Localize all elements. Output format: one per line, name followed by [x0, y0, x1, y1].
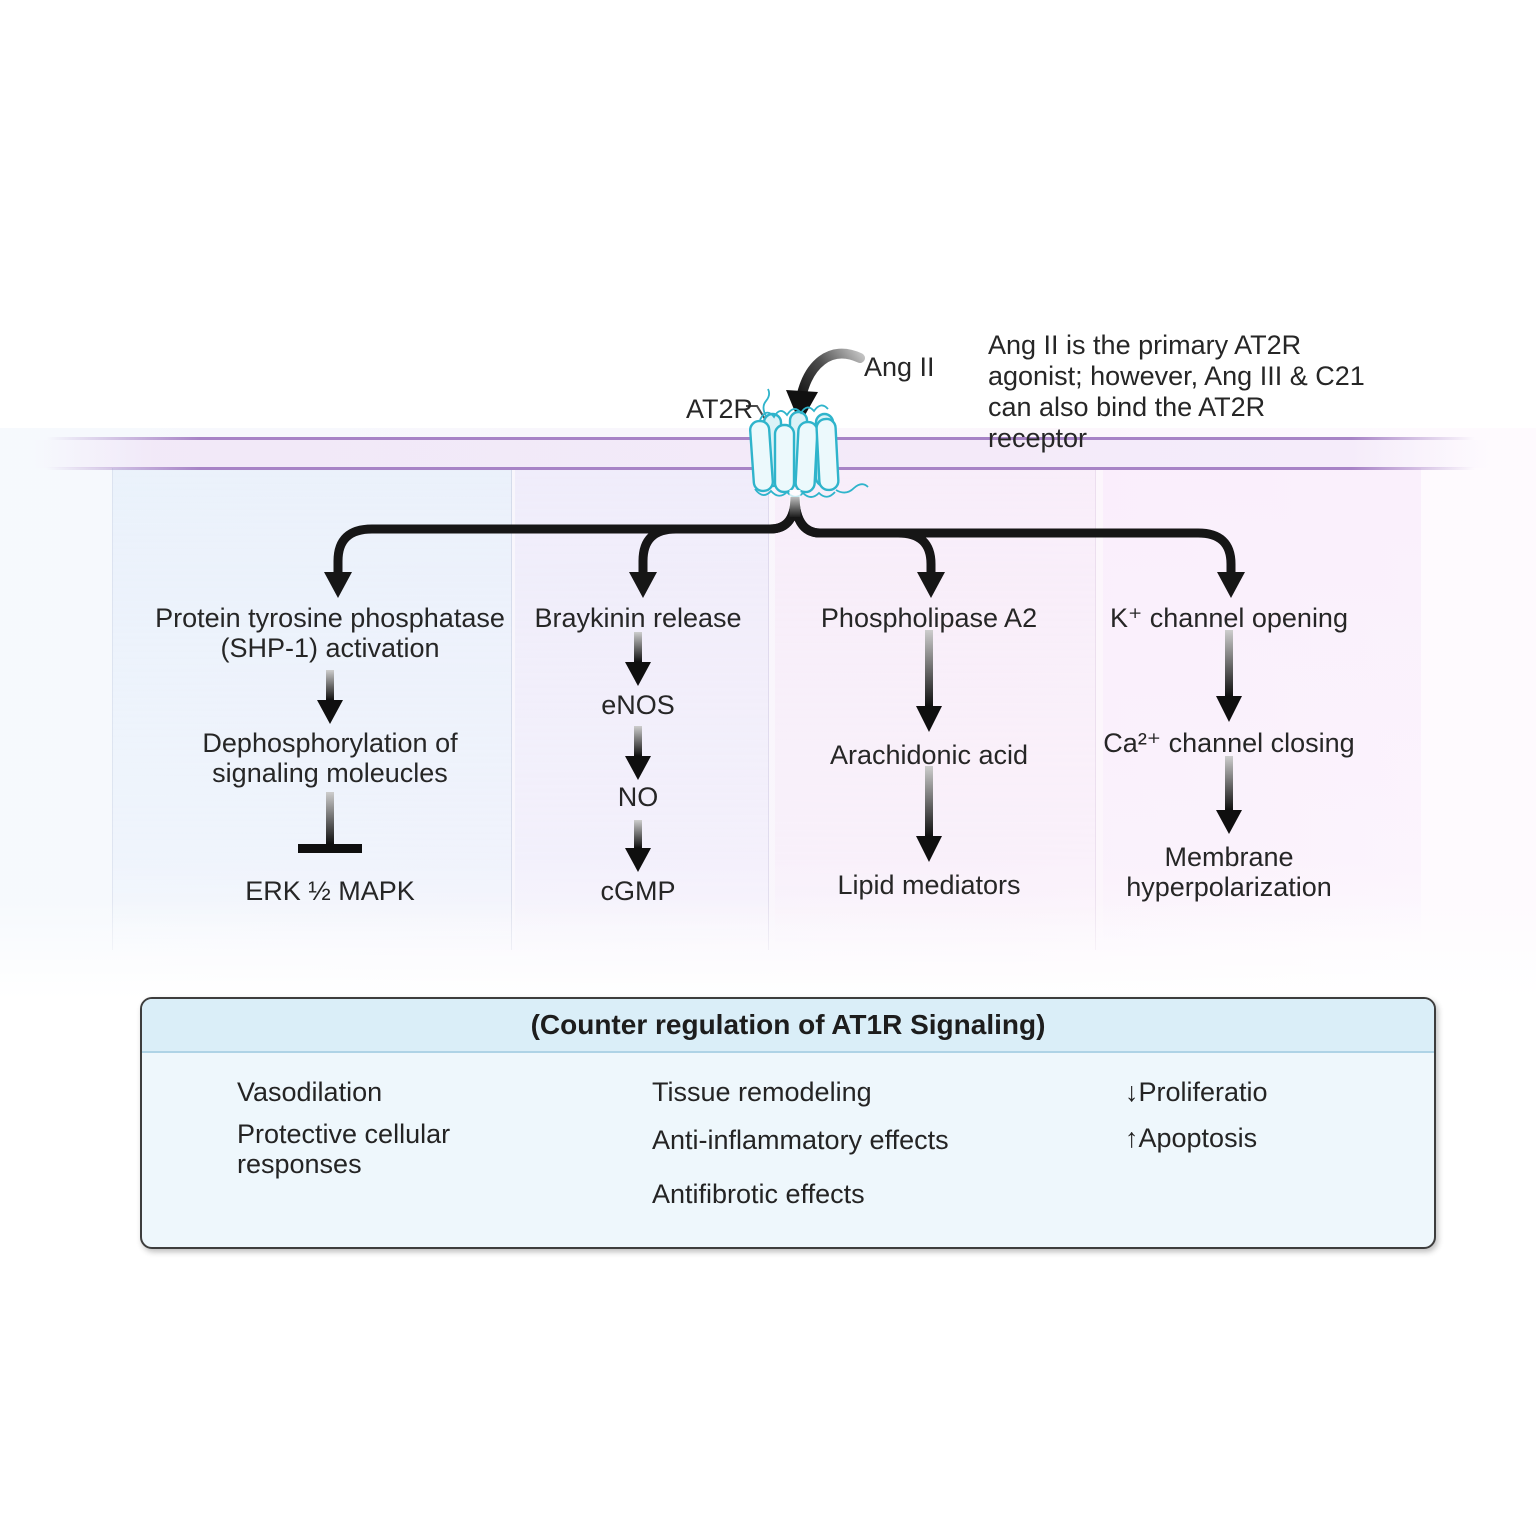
- pathway3-step1: Phospholipase A2: [820, 603, 1038, 633]
- outcome-vasodilation: Vasodilation: [237, 1077, 383, 1107]
- pathway4-step2: Ca²⁺ channel closing: [1103, 728, 1355, 758]
- pathway2-arrows: [625, 632, 651, 872]
- pathway-panel-4: [1103, 468, 1421, 950]
- background-fade: [0, 900, 1536, 1010]
- ligand-label: Ang II: [864, 352, 935, 382]
- pathway1-arrows: [298, 670, 362, 853]
- pathway1-step2-line1: Dephosphorylation of: [202, 728, 458, 758]
- pathway2-step2: eNOS: [601, 690, 675, 720]
- annotation-line-1: Ang II is the primary AT2R: [988, 330, 1302, 360]
- inhibition-bar: [298, 844, 362, 853]
- outcomes-box-title: (Counter regulation of AT1R Signaling): [142, 999, 1434, 1053]
- pathway3-step3: Lipid mediators: [837, 870, 1021, 900]
- pathway4-step3-line2: hyperpolarization: [1126, 872, 1332, 902]
- pathway4-step1: K⁺ channel opening: [1110, 603, 1348, 633]
- pathway-panel-1: [112, 468, 512, 950]
- pathway1-step2-line2: signaling moleucles: [212, 758, 448, 788]
- pathway4-step3-line1: Membrane: [1164, 842, 1294, 872]
- ang-ii-arrow: [786, 348, 865, 424]
- outcome-proliferation: ↓Proliferatio: [1125, 1077, 1268, 1107]
- pathway2-step4: cGMP: [600, 876, 676, 906]
- outcome-antifibrotic: Antifibrotic effects: [652, 1179, 865, 1209]
- pathway1-step1-line2: (SHP-1) activation: [220, 633, 440, 663]
- receptor-icon: [748, 388, 869, 498]
- annotation-line-2: agonist; however, Ang III & C21: [988, 361, 1365, 391]
- pathway1-step1-line1: Protein tyrosine phosphatase: [155, 603, 505, 633]
- receptor-label: AT2R: [686, 394, 754, 424]
- outcome-anti-inflammatory: Anti-inflammatory effects: [652, 1125, 949, 1155]
- pathway1-step3: ERK ½ MAPK: [245, 876, 415, 906]
- branch-arrows: [333, 496, 1236, 574]
- outcomes-box: (Counter regulation of AT1R Signaling) V…: [140, 997, 1436, 1249]
- outcome-tissue-remodeling: Tissue remodeling: [652, 1077, 872, 1107]
- pathway4-arrows: [1216, 630, 1242, 834]
- branch-arrowheads: [324, 572, 1245, 598]
- annotation-text: Ang II is the primary AT2R agonist; howe…: [988, 330, 1368, 454]
- pathway3-step2: Arachidonic acid: [829, 740, 1029, 770]
- pathway3-arrows: [916, 630, 942, 862]
- pathway2-step1: Braykinin release: [534, 603, 742, 633]
- pathway2-step3: NO: [617, 782, 659, 812]
- annotation-line-3: can also bind the AT2R receptor: [988, 392, 1266, 453]
- outcome-apoptosis: ↑Apoptosis: [1125, 1123, 1258, 1153]
- outcome-protective-responses: Protective cellular responses: [237, 1119, 451, 1179]
